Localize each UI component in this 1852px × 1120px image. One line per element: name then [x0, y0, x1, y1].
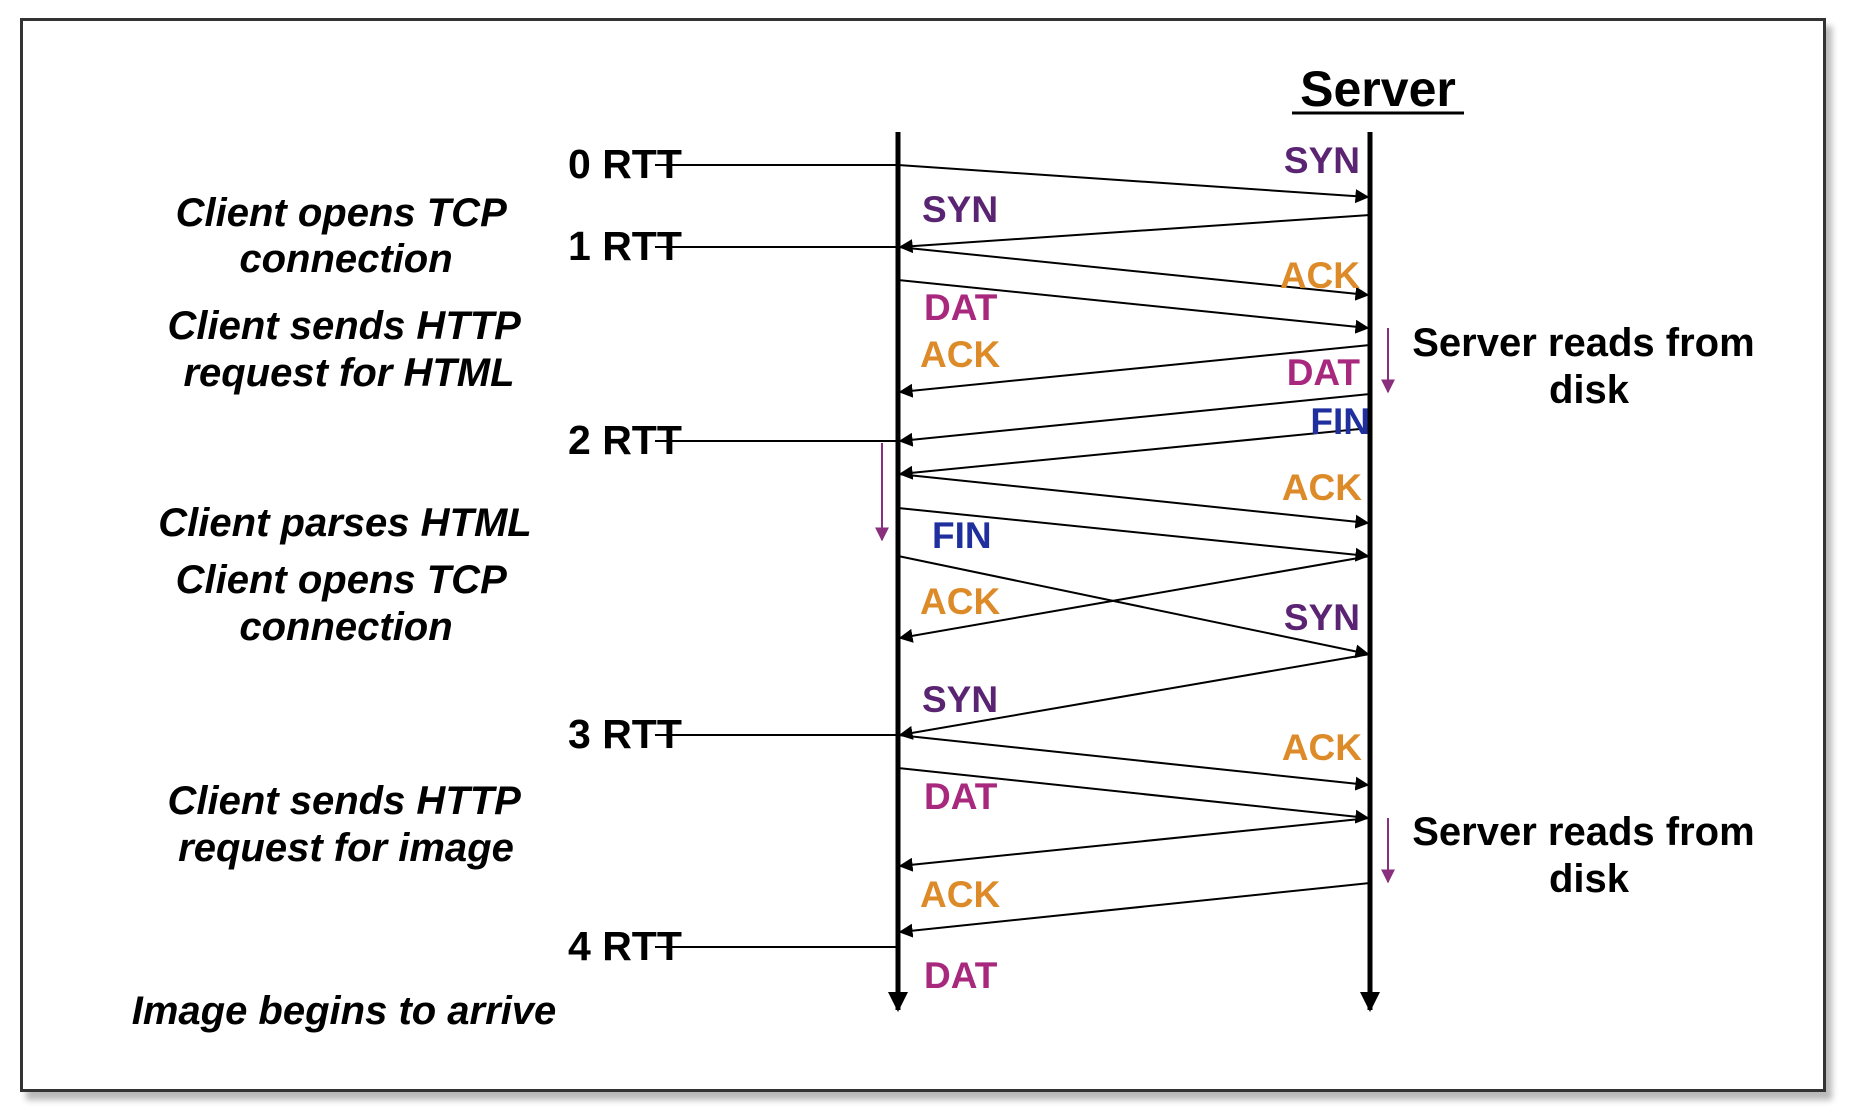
- server-title: Server: [1300, 61, 1456, 117]
- client-note: Client opens TCP connection: [176, 558, 517, 649]
- message-label-ack: ACK: [1280, 255, 1360, 296]
- message-labels: SYN SYN ACK DAT ACK DAT FIN ACK FIN ACK …: [920, 140, 1370, 996]
- rtt-marker: 4 RTT: [568, 923, 898, 969]
- message-arrow: [898, 344, 1371, 398]
- message-label-fin: FIN: [1310, 401, 1370, 442]
- message-label-ack: ACK: [1282, 727, 1362, 768]
- message-label-ack: ACK: [920, 334, 1000, 375]
- message-label-dat: DAT: [924, 776, 998, 817]
- message-arrow: [898, 653, 1371, 740]
- server-note: Server reads from disk: [1412, 321, 1766, 412]
- message-label-syn: SYN: [1284, 597, 1360, 638]
- rtt-marker: 3 RTT: [568, 711, 898, 757]
- message-arrow: [898, 882, 1371, 938]
- server-note: Server reads from disk: [1412, 810, 1766, 901]
- message-label-fin: FIN: [932, 515, 992, 556]
- message-arrows: [897, 164, 1371, 938]
- client-note: Client sends HTTP request for image: [167, 779, 530, 870]
- diagram-frame: [20, 18, 1826, 1092]
- rtt-markers: 0 RTT 1 RTT 2 RTT 3 RTT 4 RTT: [568, 141, 898, 969]
- message-arrow: [897, 279, 1370, 334]
- rtt-marker: 1 RTT: [568, 223, 898, 269]
- message-label-ack: ACK: [920, 874, 1000, 915]
- message-label-dat: DAT: [924, 287, 998, 328]
- message-label-ack: ACK: [920, 581, 1000, 622]
- message-label-ack: ACK: [1282, 467, 1362, 508]
- client-note: Image begins to arrive: [132, 989, 557, 1033]
- message-arrow: [897, 246, 1370, 301]
- message-arrow: [898, 427, 1371, 480]
- message-arrow: [897, 473, 1370, 529]
- message-arrow: [898, 393, 1371, 447]
- message-arrow: [898, 214, 1371, 254]
- message-label-syn: SYN: [922, 189, 998, 230]
- message-arrow: [897, 164, 1370, 204]
- message-arrow: [897, 555, 1370, 659]
- message-label-syn: SYN: [1284, 140, 1360, 181]
- message-arrow: [897, 507, 1370, 562]
- message-label-syn: SYN: [922, 679, 998, 720]
- message-arrow: [897, 734, 1370, 791]
- server-notes: Server reads from disk Server reads from…: [1412, 321, 1766, 901]
- rtt-marker: 2 RTT: [568, 417, 898, 463]
- client-notes: Client opens TCP connection Client sends…: [132, 191, 557, 1033]
- client-note: Client opens TCP connection: [176, 191, 517, 281]
- client-note: Client parses HTML: [158, 501, 531, 545]
- message-arrow: [897, 767, 1370, 824]
- message-label-dat: DAT: [924, 955, 998, 996]
- message-arrow: [898, 555, 1371, 643]
- message-label-dat: DAT: [1287, 352, 1361, 393]
- message-arrow: [898, 817, 1371, 872]
- client-note: Client sends HTTP request for HTML: [167, 304, 530, 395]
- rtt-marker: 0 RTT: [568, 141, 898, 187]
